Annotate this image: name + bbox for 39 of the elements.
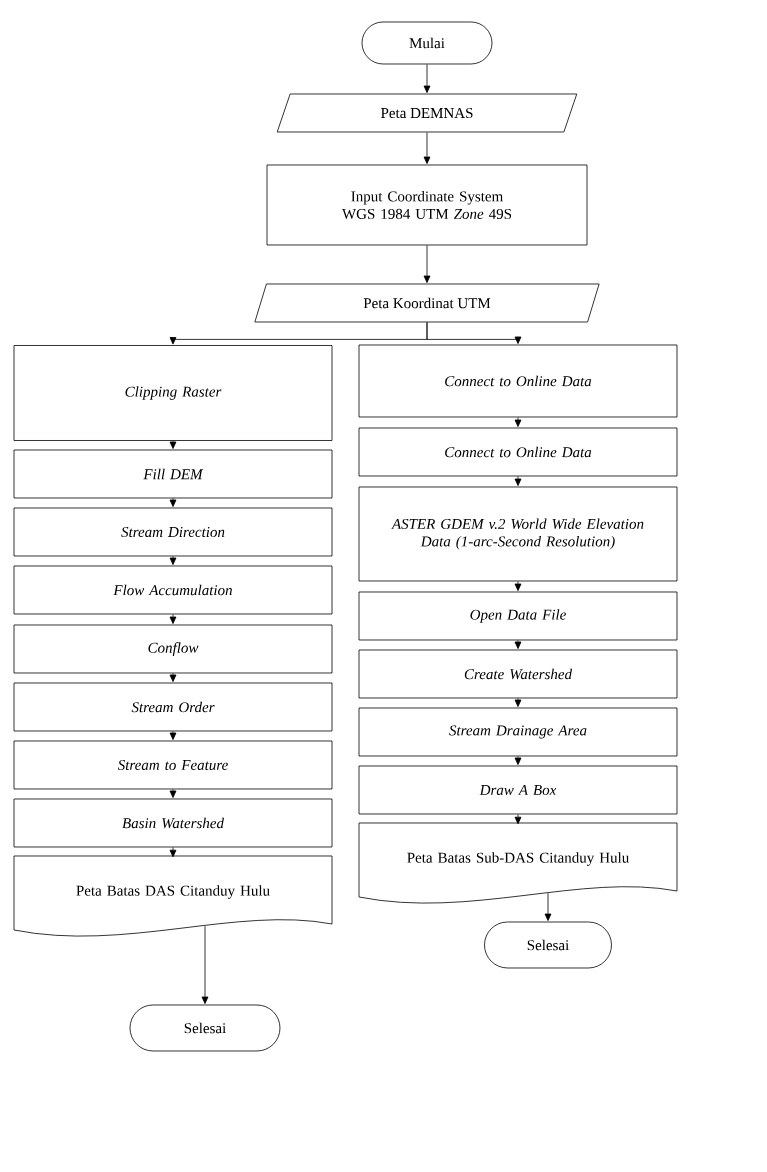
- process-box: Clipping Raster: [13, 345, 333, 441]
- arrow: [514, 814, 522, 825]
- process-box: Fill DEM: [13, 449, 333, 499]
- arrow: [544, 892, 552, 921]
- process-box: Create Watershed: [358, 649, 678, 699]
- arrow: [169, 498, 177, 507]
- arrow: [169, 556, 177, 565]
- process-box: Stream to Feature: [13, 740, 333, 790]
- process-box: Basin Watershed: [13, 798, 333, 848]
- process-box: ASTER GDEM v.2 World Wide Elevation Data (1-arc-Second Resolution): [358, 486, 678, 582]
- arrow: [426, 322, 522, 344]
- process-box: Stream Order: [13, 682, 333, 732]
- data-parallelogram: Peta Koordinat UTM: [254, 283, 600, 323]
- arrow: [169, 731, 177, 740]
- arrow: [169, 789, 177, 798]
- process-box: Connect to Online Data: [358, 344, 678, 418]
- arrow: [514, 698, 522, 707]
- process-box: Input Coordinate System WGS 1984 UTM Zone 49S: [266, 164, 588, 246]
- arrow: [169, 673, 177, 682]
- process-box: Connect to Online Data: [358, 427, 678, 477]
- arrow: [169, 614, 177, 624]
- arrow: [423, 64, 431, 93]
- data-parallelogram: Peta DEMNAS: [276, 93, 578, 133]
- arrow: [423, 245, 431, 283]
- process-box: Open Data File: [358, 591, 678, 641]
- process-box: Draw A Box: [358, 765, 678, 815]
- arrow: [423, 132, 431, 164]
- process-box: Stream Direction: [13, 507, 333, 557]
- process-box: Flow Accumulation: [13, 565, 333, 615]
- arrow: [514, 417, 522, 427]
- arrow: [169, 847, 177, 858]
- process-box: Conflow: [13, 624, 333, 674]
- arrow: [514, 640, 522, 649]
- arrow: [169, 440, 177, 449]
- arrow: [514, 476, 522, 486]
- arrow: [201, 925, 209, 1004]
- arrow: [514, 581, 522, 591]
- process-box: Stream Drainage Area: [358, 707, 678, 757]
- arrow: [514, 756, 522, 765]
